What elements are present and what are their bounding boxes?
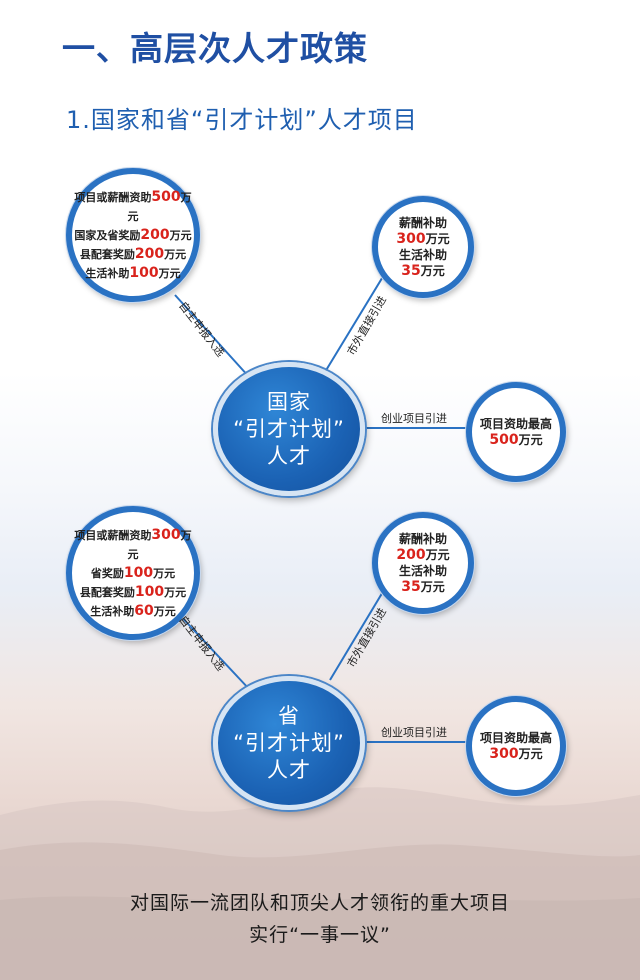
list-item: 项目或薪酬资助300万元 — [74, 526, 192, 561]
national-center-circle: 国家 “引才计划” 人才 — [213, 362, 365, 496]
center-label: 省 — [278, 703, 300, 728]
center-label: “引才计划” — [233, 416, 345, 441]
provincial-right-circle: 薪酬补助 200万元 生活补助 35万元 — [372, 512, 474, 614]
national-right-circle: 薪酬补助 300万元 生活补助 35万元 — [372, 196, 474, 298]
list-item: 生活补助 — [398, 248, 447, 262]
page-title: 一、高层次人才政策 — [62, 29, 368, 68]
list-item: 35万元 — [401, 263, 445, 279]
list-item: 项目资助最高 — [479, 731, 552, 745]
list-item: 县配套奖励200万元 — [79, 245, 187, 262]
provincial-center-circle: 省 “引才计划” 人才 — [213, 676, 365, 810]
national-bottom-right-circle: 项目资助最高 500万元 — [466, 382, 566, 482]
provincial-bottom-right-circle: 项目资助最高 300万元 — [466, 696, 566, 796]
section-subtitle: 1.国家和省“引才计划”人才项目 — [66, 106, 418, 134]
list-item: 项目或薪酬资助500万元 — [74, 188, 192, 223]
provincial-left-circle: 项目或薪酬资助300万元 省奖励100万元 县配套奖励100万元 生活补助60万… — [66, 506, 200, 640]
footer-line-1: 对国际一流团队和顶尖人才领衔的重大项目 — [129, 892, 510, 914]
list-item: 薪酬补助 — [398, 216, 447, 230]
center-label: 人才 — [267, 757, 311, 782]
list-item: 生活补助 — [398, 564, 447, 578]
list-item: 国家及省奖励200万元 — [74, 226, 192, 243]
list-item: 薪酬补助 — [398, 532, 447, 546]
list-item: 县配套奖励100万元 — [79, 583, 187, 600]
list-item: 省奖励100万元 — [90, 564, 176, 581]
center-label: “引才计划” — [233, 730, 345, 755]
list-item: 生活补助100万元 — [85, 264, 181, 281]
list-item: 35万元 — [401, 579, 445, 595]
center-label: 国家 — [267, 389, 311, 414]
center-label: 人才 — [267, 443, 311, 468]
label-startup-project: 创业项目引进 — [381, 412, 447, 425]
list-item: 300万元 — [396, 231, 450, 247]
list-item: 200万元 — [396, 547, 450, 563]
label-startup-project: 创业项目引进 — [381, 726, 447, 739]
list-item: 项目资助最高 — [479, 417, 552, 431]
list-item: 生活补助60万元 — [90, 602, 176, 619]
list-item: 300万元 — [489, 746, 543, 762]
footer-line-2: 实行“一事一议” — [249, 924, 391, 946]
list-item: 500万元 — [489, 432, 543, 448]
national-left-circle: 项目或薪酬资助500万元 国家及省奖励200万元 县配套奖励200万元 生活补助… — [66, 168, 200, 302]
